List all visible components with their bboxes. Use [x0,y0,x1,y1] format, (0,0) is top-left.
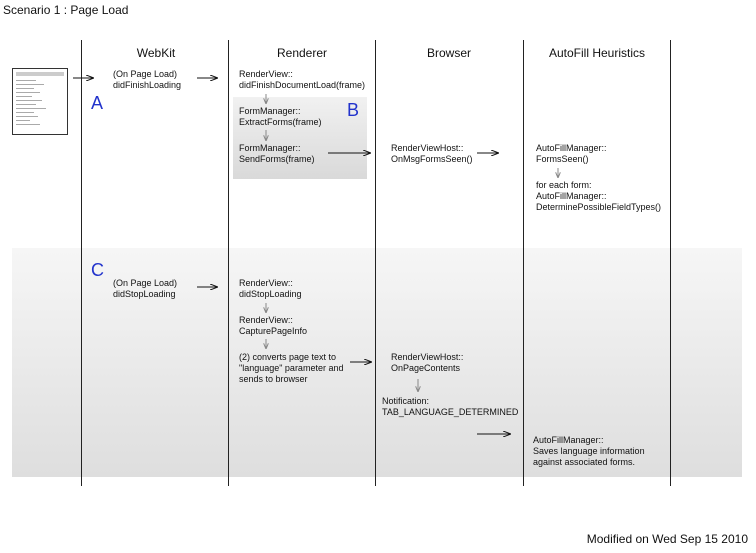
step-convert-page-text: (2) converts page text to "language" par… [239,352,344,384]
column-header-browser: Browser [426,46,471,60]
step-render-view-host-page-contents: RenderViewHost:: OnPageContents [391,352,464,373]
marker-a: A [91,93,104,113]
marker-b: B [347,100,360,120]
step-tab-language-notification: Notification: TAB_LANGUAGE_DETERMINED [382,396,519,417]
step-webkit-did-stop-loading: (On Page Load) didStopLoading [113,278,178,299]
lane-divider [228,40,229,486]
web-page-thumbnail [12,68,68,135]
lane-divider [81,40,82,486]
step-save-language-information: AutoFillManager:: Saves language informa… [533,435,645,467]
column-header-webkit: WebKit [136,46,176,60]
section-b-panel [233,97,367,179]
lane-divider [523,40,524,486]
step-form-manager-extract-forms: FormManager:: ExtractForms(frame) [239,106,322,127]
column-header-renderer: Renderer [276,46,328,60]
step-determine-field-types: for each form: AutoFillManager:: Determi… [536,180,662,212]
step-webkit-did-finish-loading: (On Page Load) didFinishLoading [113,69,182,90]
column-header-autofill: AutoFill Heuristics [548,46,646,60]
step-render-view-did-stop-loading: RenderView:: didStopLoading [239,278,302,299]
lane-divider [670,40,671,486]
step-autofill-manager-forms-seen: AutoFillManager:: FormsSeen() [536,143,607,164]
marker-c: C [91,260,104,280]
step-render-view-did-finish-document-load: RenderView:: didFinishDocumentLoad(frame… [239,69,366,90]
modified-date: Modified on Wed Sep 15 2010 [586,532,748,546]
step-form-manager-send-forms: FormManager:: SendForms(frame) [239,143,315,164]
step-render-view-host-forms-seen: RenderViewHost:: OnMsgFormsSeen() [391,143,473,164]
section-c-band [12,248,742,477]
diagram-title: Scenario 1 : Page Load [3,3,129,17]
step-capture-page-info: RenderView:: CapturePageInfo [239,315,308,336]
lane-divider [375,40,376,486]
